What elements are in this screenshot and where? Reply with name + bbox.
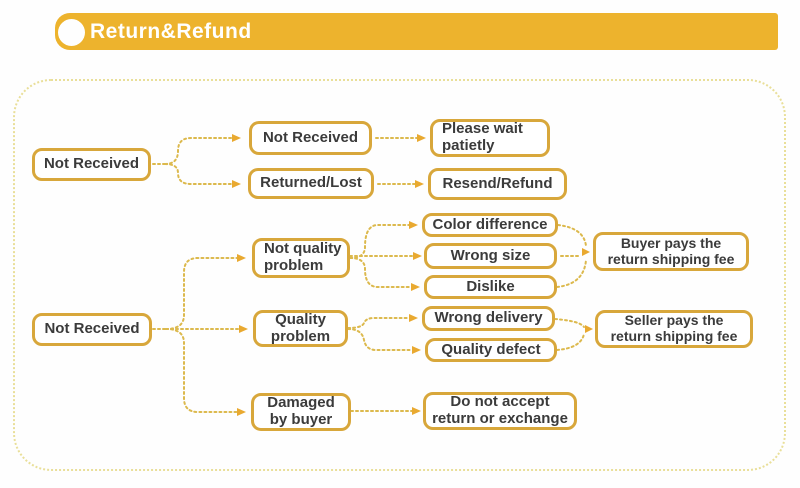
connector-root2-up	[165, 257, 238, 330]
connector-notquality-up	[349, 224, 410, 259]
connector-notquality-down	[349, 257, 412, 288]
header-banner	[55, 13, 778, 50]
node-not-received-child: Not Received	[249, 121, 372, 155]
page-title: Return&Refund	[90, 19, 252, 43]
node-resend-refund: Resend/Refund	[428, 168, 567, 200]
node-not-received-1: Not Received	[32, 148, 151, 181]
connector-root1-up	[164, 137, 233, 165]
node-quality-defect: Quality defect	[425, 338, 557, 362]
arrowhead-icon	[417, 134, 426, 142]
arrowhead-icon	[239, 325, 248, 333]
arrowhead-icon	[411, 283, 420, 291]
node-do-not-accept: Do not accept return or exchange	[423, 392, 577, 430]
connector-root2-down	[165, 328, 238, 413]
arrowhead-icon	[585, 325, 593, 333]
node-dislike: Dislike	[424, 275, 557, 299]
arrowhead-icon	[237, 254, 246, 262]
node-buyer-pays-fee: Buyer pays the return shipping fee	[593, 232, 749, 271]
arrowhead-icon	[413, 252, 422, 260]
node-color-difference: Color difference	[422, 213, 558, 237]
connector-quality-down	[347, 328, 413, 351]
arrowhead-icon	[415, 180, 424, 188]
arrowhead-icon	[237, 408, 246, 416]
node-quality-problem: Quality problem	[253, 310, 348, 347]
connector-merge-seller-top	[554, 318, 585, 328]
arrowhead-icon	[412, 407, 421, 415]
banner-notch-decoration	[58, 19, 85, 46]
node-wrong-delivery: Wrong delivery	[422, 306, 555, 331]
arrowhead-icon	[582, 248, 590, 256]
node-not-received-2: Not Received	[32, 313, 152, 346]
node-returned-lost: Returned/Lost	[248, 168, 374, 199]
node-please-wait: Please wait patietly	[430, 119, 550, 157]
node-damaged-by-buyer: Damaged by buyer	[251, 393, 351, 431]
arrowhead-icon	[232, 180, 241, 188]
node-wrong-size: Wrong size	[424, 243, 557, 269]
arrowhead-icon	[232, 134, 241, 142]
node-seller-pays-fee: Seller pays the return shipping fee	[595, 310, 753, 348]
flowchart-frame	[13, 79, 786, 471]
arrowhead-icon	[409, 314, 418, 322]
node-not-quality-problem: Not quality problem	[252, 238, 350, 278]
arrowhead-icon	[412, 346, 421, 354]
connector-root1-down	[164, 163, 233, 185]
connector-quality-up	[347, 317, 410, 329]
connector-merge-buyer-top	[557, 224, 587, 247]
connector-merge-buyer-bottom	[556, 259, 587, 288]
connector-merge-seller-bottom	[556, 333, 585, 351]
arrowhead-icon	[409, 221, 418, 229]
